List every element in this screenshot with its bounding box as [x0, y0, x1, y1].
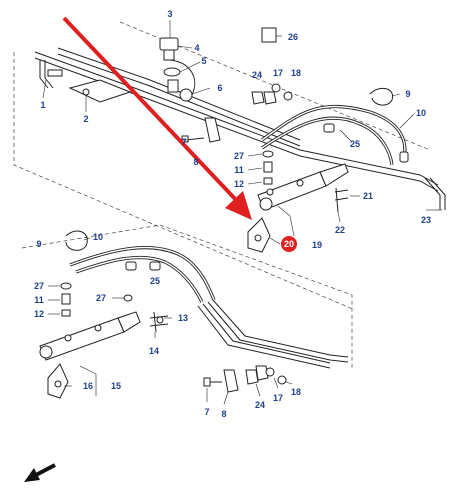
clip-bolt-set-lower [203, 365, 287, 393]
callout-11-lower: 11 [34, 295, 44, 305]
callout-2: 2 [83, 114, 88, 124]
callout-8-lower: 8 [221, 409, 226, 419]
callout-24-lower: 24 [255, 400, 265, 410]
callout-11: 11 [234, 165, 244, 175]
callout-1: 1 [40, 100, 45, 110]
bracket-part-2 [68, 79, 132, 103]
callout-3: 3 [167, 9, 172, 19]
callout-20: 20 [284, 239, 294, 249]
callout-17: 17 [273, 68, 283, 78]
callout-27: 27 [234, 151, 244, 161]
leader-lines [42, 20, 442, 405]
callout-22: 22 [335, 225, 345, 235]
callout-12: 12 [234, 179, 244, 189]
lower-pipe-assembly [197, 299, 349, 369]
callout-25: 25 [350, 139, 360, 149]
callout-18-lower: 18 [291, 387, 301, 397]
callout-5: 5 [201, 56, 206, 66]
callout-18: 18 [291, 68, 301, 78]
bracket-part-8-upper [181, 117, 221, 143]
callout-10-lower: 10 [93, 232, 103, 242]
highlight-marker [281, 236, 297, 252]
clevis-part-20 [247, 217, 271, 253]
hydraulic-cylinder-part-19 [257, 163, 349, 211]
callout-27-lower-mid: 27 [96, 293, 106, 303]
callout-27-lower-left: 27 [34, 281, 44, 291]
callout-9-lower: 9 [36, 239, 41, 249]
callout-15: 15 [111, 381, 121, 391]
hydraulic-cylinder-part-15 [39, 311, 141, 361]
callout-21: 21 [363, 191, 373, 201]
callout-labels: 1 2 3 4 5 6 7 8 9 10 11 12 17 18 19 20 2… [34, 9, 431, 419]
fitting-set-lower [60, 282, 133, 317]
callout-19: 19 [312, 240, 322, 250]
lower-hose-assembly [69, 245, 216, 303]
fitting-set-upper [262, 150, 274, 185]
callout-10: 10 [416, 108, 426, 118]
callout-26: 26 [288, 32, 298, 42]
clip-bolt-set-upper [251, 83, 293, 105]
callout-16: 16 [83, 381, 93, 391]
hose-clamp-part-9-lower [65, 230, 88, 251]
callout-24: 24 [252, 70, 262, 80]
callout-25-lower: 25 [150, 276, 160, 286]
direction-arrow-icon [24, 463, 56, 482]
upper-assembly-frame [13, 21, 431, 311]
callout-12-lower: 12 [34, 309, 44, 319]
pin-part-13 [149, 311, 169, 333]
pin-part-21 [334, 187, 349, 213]
upper-hose-part-25 [261, 104, 409, 166]
lower-assembly-frame [21, 224, 353, 370]
hose-clamp-part-9-upper [369, 87, 394, 106]
callout-9: 9 [405, 89, 410, 99]
callout-7: 7 [181, 137, 186, 147]
label-plate-part-26 [261, 27, 277, 43]
callout-17-lower: 17 [273, 393, 283, 403]
callout-13: 13 [178, 313, 188, 323]
callout-4: 4 [194, 43, 199, 53]
callout-7-lower: 7 [204, 407, 209, 417]
callout-8: 8 [193, 157, 198, 167]
callout-23: 23 [421, 215, 431, 225]
clevis-part-16 [47, 363, 69, 399]
callout-6: 6 [217, 83, 222, 93]
pointer-arrow [62, 16, 252, 220]
callout-14: 14 [149, 346, 159, 356]
